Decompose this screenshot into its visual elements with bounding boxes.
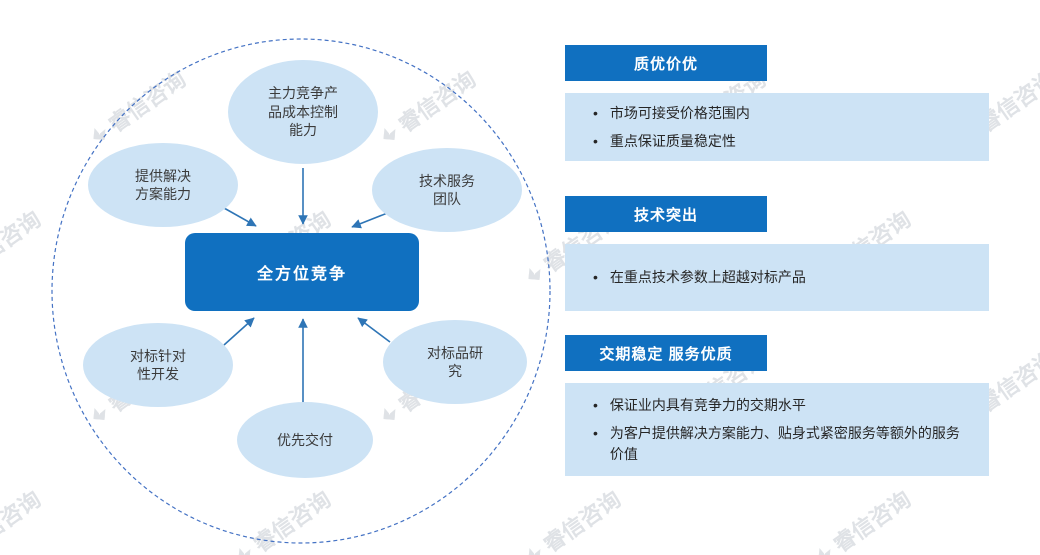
arrow-bottom-left [223, 317, 255, 346]
node-cost-control: 主力竞争产 品成本控制 能力 [228, 60, 378, 164]
center-node-all-round-competition: 全方位竞争 [185, 233, 419, 311]
watermark: 睿信咨询 [810, 482, 916, 555]
node-label: 优先交付 [277, 431, 333, 448]
arrow-top-right [351, 211, 391, 229]
panel-body-delivery-service: • 保证业内具有竞争力的交期水平 • 为客户提供解决方案能力、贴身式紧密服务等额… [565, 383, 989, 476]
panel-title: 技术突出 [633, 206, 698, 224]
node-priority-delivery: 优先交付 [237, 402, 373, 478]
competition-diagram: 主力竞争产 品成本控制 能力 提供解决 方案能力 技术服务 团队 对标针对 性开… [51, 38, 551, 544]
bullet-item: • 在重点技术参数上超越对标产品 [593, 267, 969, 288]
bullet-dot: • [593, 396, 598, 413]
panel-header-quality-price: 质优价优 [565, 45, 767, 81]
bullet-dot: • [593, 424, 598, 441]
bullet-item: • 为客户提供解决方案能力、贴身式紧密服务等额外的服务价值 [593, 423, 969, 465]
node-label: 对标品研 究 [427, 344, 483, 379]
bullet-text: 保证业内具有竞争力的交期水平 [609, 396, 806, 413]
watermark-text: 睿信咨询 [828, 486, 916, 555]
node-label: 技术服务 团队 [419, 172, 475, 207]
bullet-text: 为客户提供解决方案能力、贴身式紧密服务等额外的服务价值 [609, 424, 960, 462]
panel-body-technology: • 在重点技术参数上超越对标产品 [565, 244, 989, 311]
node-targeted-development: 对标针对 性开发 [83, 323, 233, 407]
node-benchmark-research: 对标品研 究 [383, 320, 527, 404]
bullet-item: • 重点保证质量稳定性 [593, 131, 969, 152]
watermark-logo-icon [818, 547, 831, 555]
arrow-bottom-right [357, 317, 391, 343]
panel-title: 质优价优 [633, 55, 698, 73]
bullet-dot: • [593, 132, 598, 149]
bullet-text: 重点保证质量稳定性 [609, 132, 736, 149]
center-node-label: 全方位竞争 [256, 266, 347, 283]
bullet-text: 在重点技术参数上超越对标产品 [609, 269, 806, 285]
node-label: 主力竞争产 品成本控制 能力 [268, 85, 338, 139]
node-solution-capability: 提供解决 方案能力 [88, 143, 238, 227]
node-tech-service-team: 技术服务 团队 [372, 148, 522, 232]
watermark: 睿信咨询 [810, 0, 916, 10]
panel-header-delivery-service: 交期稳定 服务优质 [565, 335, 767, 371]
panel-header-technology: 技术突出 [565, 196, 767, 232]
node-label: 对标针对 性开发 [130, 347, 186, 382]
arrow-top-left [223, 207, 257, 227]
bullet-item: • 市场可接受价格范围内 [593, 103, 969, 124]
panel-title: 交期稳定 服务优质 [599, 345, 733, 363]
bullet-item: • 保证业内具有竞争力的交期水平 [593, 395, 969, 416]
panel-body-quality-price: • 市场可接受价格范围内 • 重点保证质量稳定性 [565, 93, 989, 161]
bullet-dot: • [593, 104, 598, 121]
node-label: 提供解决 方案能力 [135, 167, 191, 202]
bullet-dot: • [593, 269, 598, 285]
bullet-text: 市场可接受价格范围内 [609, 104, 750, 121]
